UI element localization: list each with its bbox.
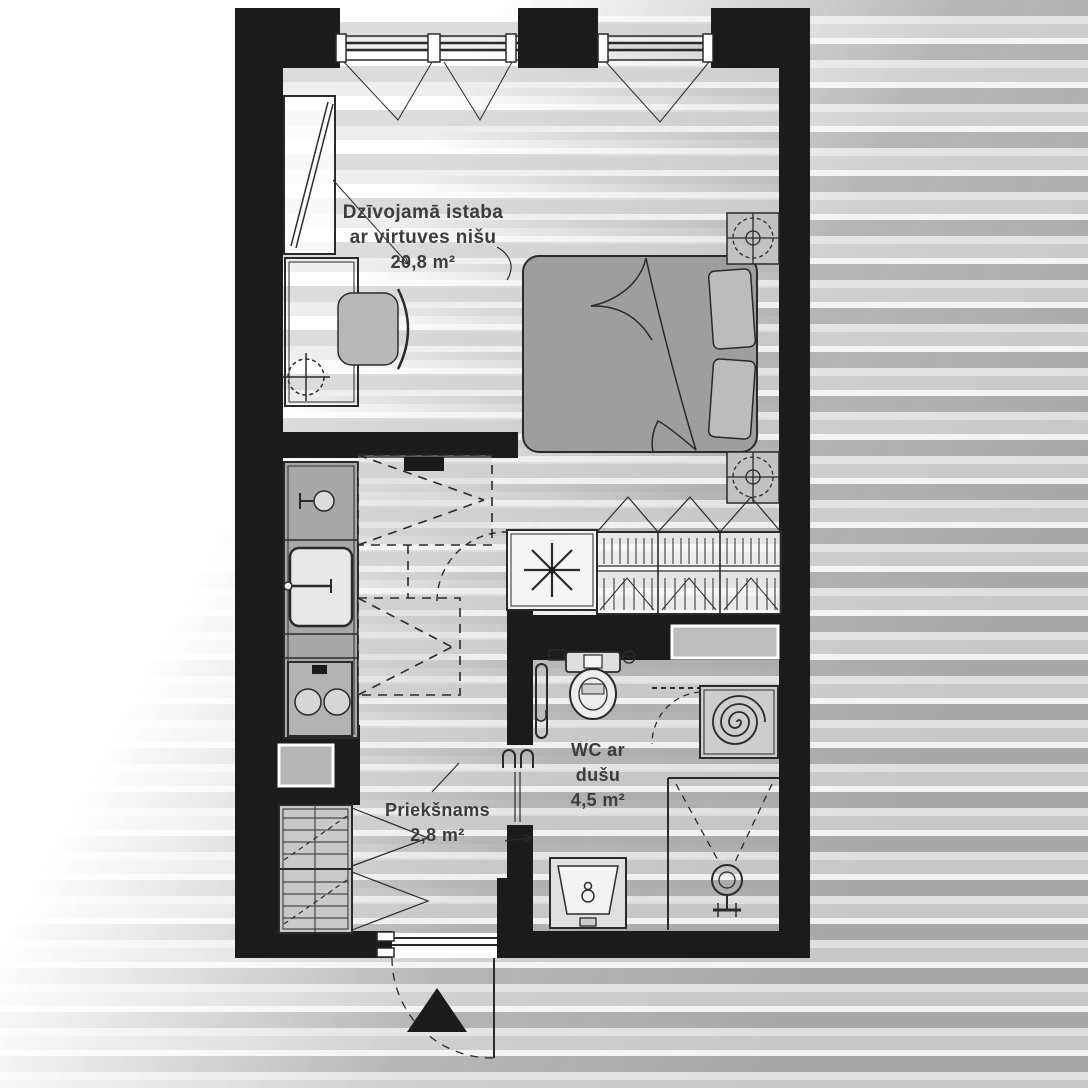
shoe-cabinet [278,804,430,934]
room-name: dušu [575,765,621,785]
room-label-bathroom: WC ar dušu 4,5 m² [537,738,659,813]
wall-right [779,8,810,958]
kitchen-sink [283,546,354,628]
door-jamb-mark [376,947,395,958]
wall-hall-wc-upper [507,608,533,745]
floor-lamp-crosshair-icon [282,353,330,401]
wall-niche-wc-shelf [670,624,780,660]
wardrobe-door-open [657,496,721,533]
blanket-fold [590,257,697,453]
door-swing-arc [436,531,507,602]
cabinet-door-open [351,807,430,867]
range-hood [404,457,444,471]
basin-faucet-icon [579,917,597,927]
entrance-direction-arrow [407,988,467,1032]
wall-top-seg-1 [283,8,340,68]
shower-head-icon [711,864,743,896]
shower-door-swing-arc [651,691,701,745]
room-name: Dzīvojamā istaba [342,202,504,223]
window-north-1 [335,33,518,121]
cabinet-door-open [351,871,430,931]
leader-line [332,179,409,265]
kettle-icon [299,490,335,512]
burner [323,688,351,716]
pillow [707,358,757,440]
chair [337,288,410,370]
wardrobe-hangers [596,496,782,615]
room-name: WC ar [570,740,625,760]
window-swing-icon [443,61,513,121]
wall-top-seg-2 [518,8,598,68]
window-swing-icon [343,61,433,121]
bed [522,255,758,453]
room-label-living: Dzīvojamā istaba ar virtuves nišu 20,8 m… [318,200,528,275]
leader-arrowhead [398,254,409,265]
radiator-panel [283,95,336,255]
door-jamb-mark [520,749,534,768]
walls [235,8,810,958]
upper-cabinet-dashed [357,454,493,696]
wall-entry-pier [497,878,533,938]
ventilation-shaft-asterisk [506,529,598,611]
wall-bottom-right [497,931,810,958]
leader-ticks [431,246,533,843]
room-label-hallway: Priekšnams 2,8 m² [355,798,520,848]
wall-niche-hall [277,743,335,788]
window-north-2 [597,33,714,123]
wall-mid-horizontal [283,432,518,458]
toilet [565,651,621,720]
nightstand-bottom [726,451,780,504]
door-jamb-mark [502,749,516,768]
burner [294,688,322,716]
room-name: ar virtuves nišu [349,227,497,248]
shower-drain-spiral [699,685,779,759]
entrance-door [376,931,497,1059]
room-area: 2,8 m² [410,825,465,845]
room-area: 20,8 m² [390,252,456,272]
spiral-icon [712,695,766,745]
washbasin [549,857,627,929]
towel-rail [535,663,548,739]
pillow [707,268,757,350]
wc-door [502,710,547,822]
wall-bottom-left [235,931,392,958]
door-jamb-mark [376,931,395,942]
cooktop-two-burners [287,661,353,737]
room-name: Priekšnams [384,800,491,820]
wardrobe-door-open [596,496,659,533]
wall-left [235,8,283,958]
door-stop-icon [535,710,547,722]
wall-fitting-icons [548,649,636,664]
wardrobe-door-open [719,496,782,533]
room-area: 4,5 m² [570,790,626,810]
shower-head-spray [667,777,779,930]
nightstand-top [726,212,780,265]
hanger-zigzag [599,577,779,611]
window-swing-icon [605,61,710,123]
